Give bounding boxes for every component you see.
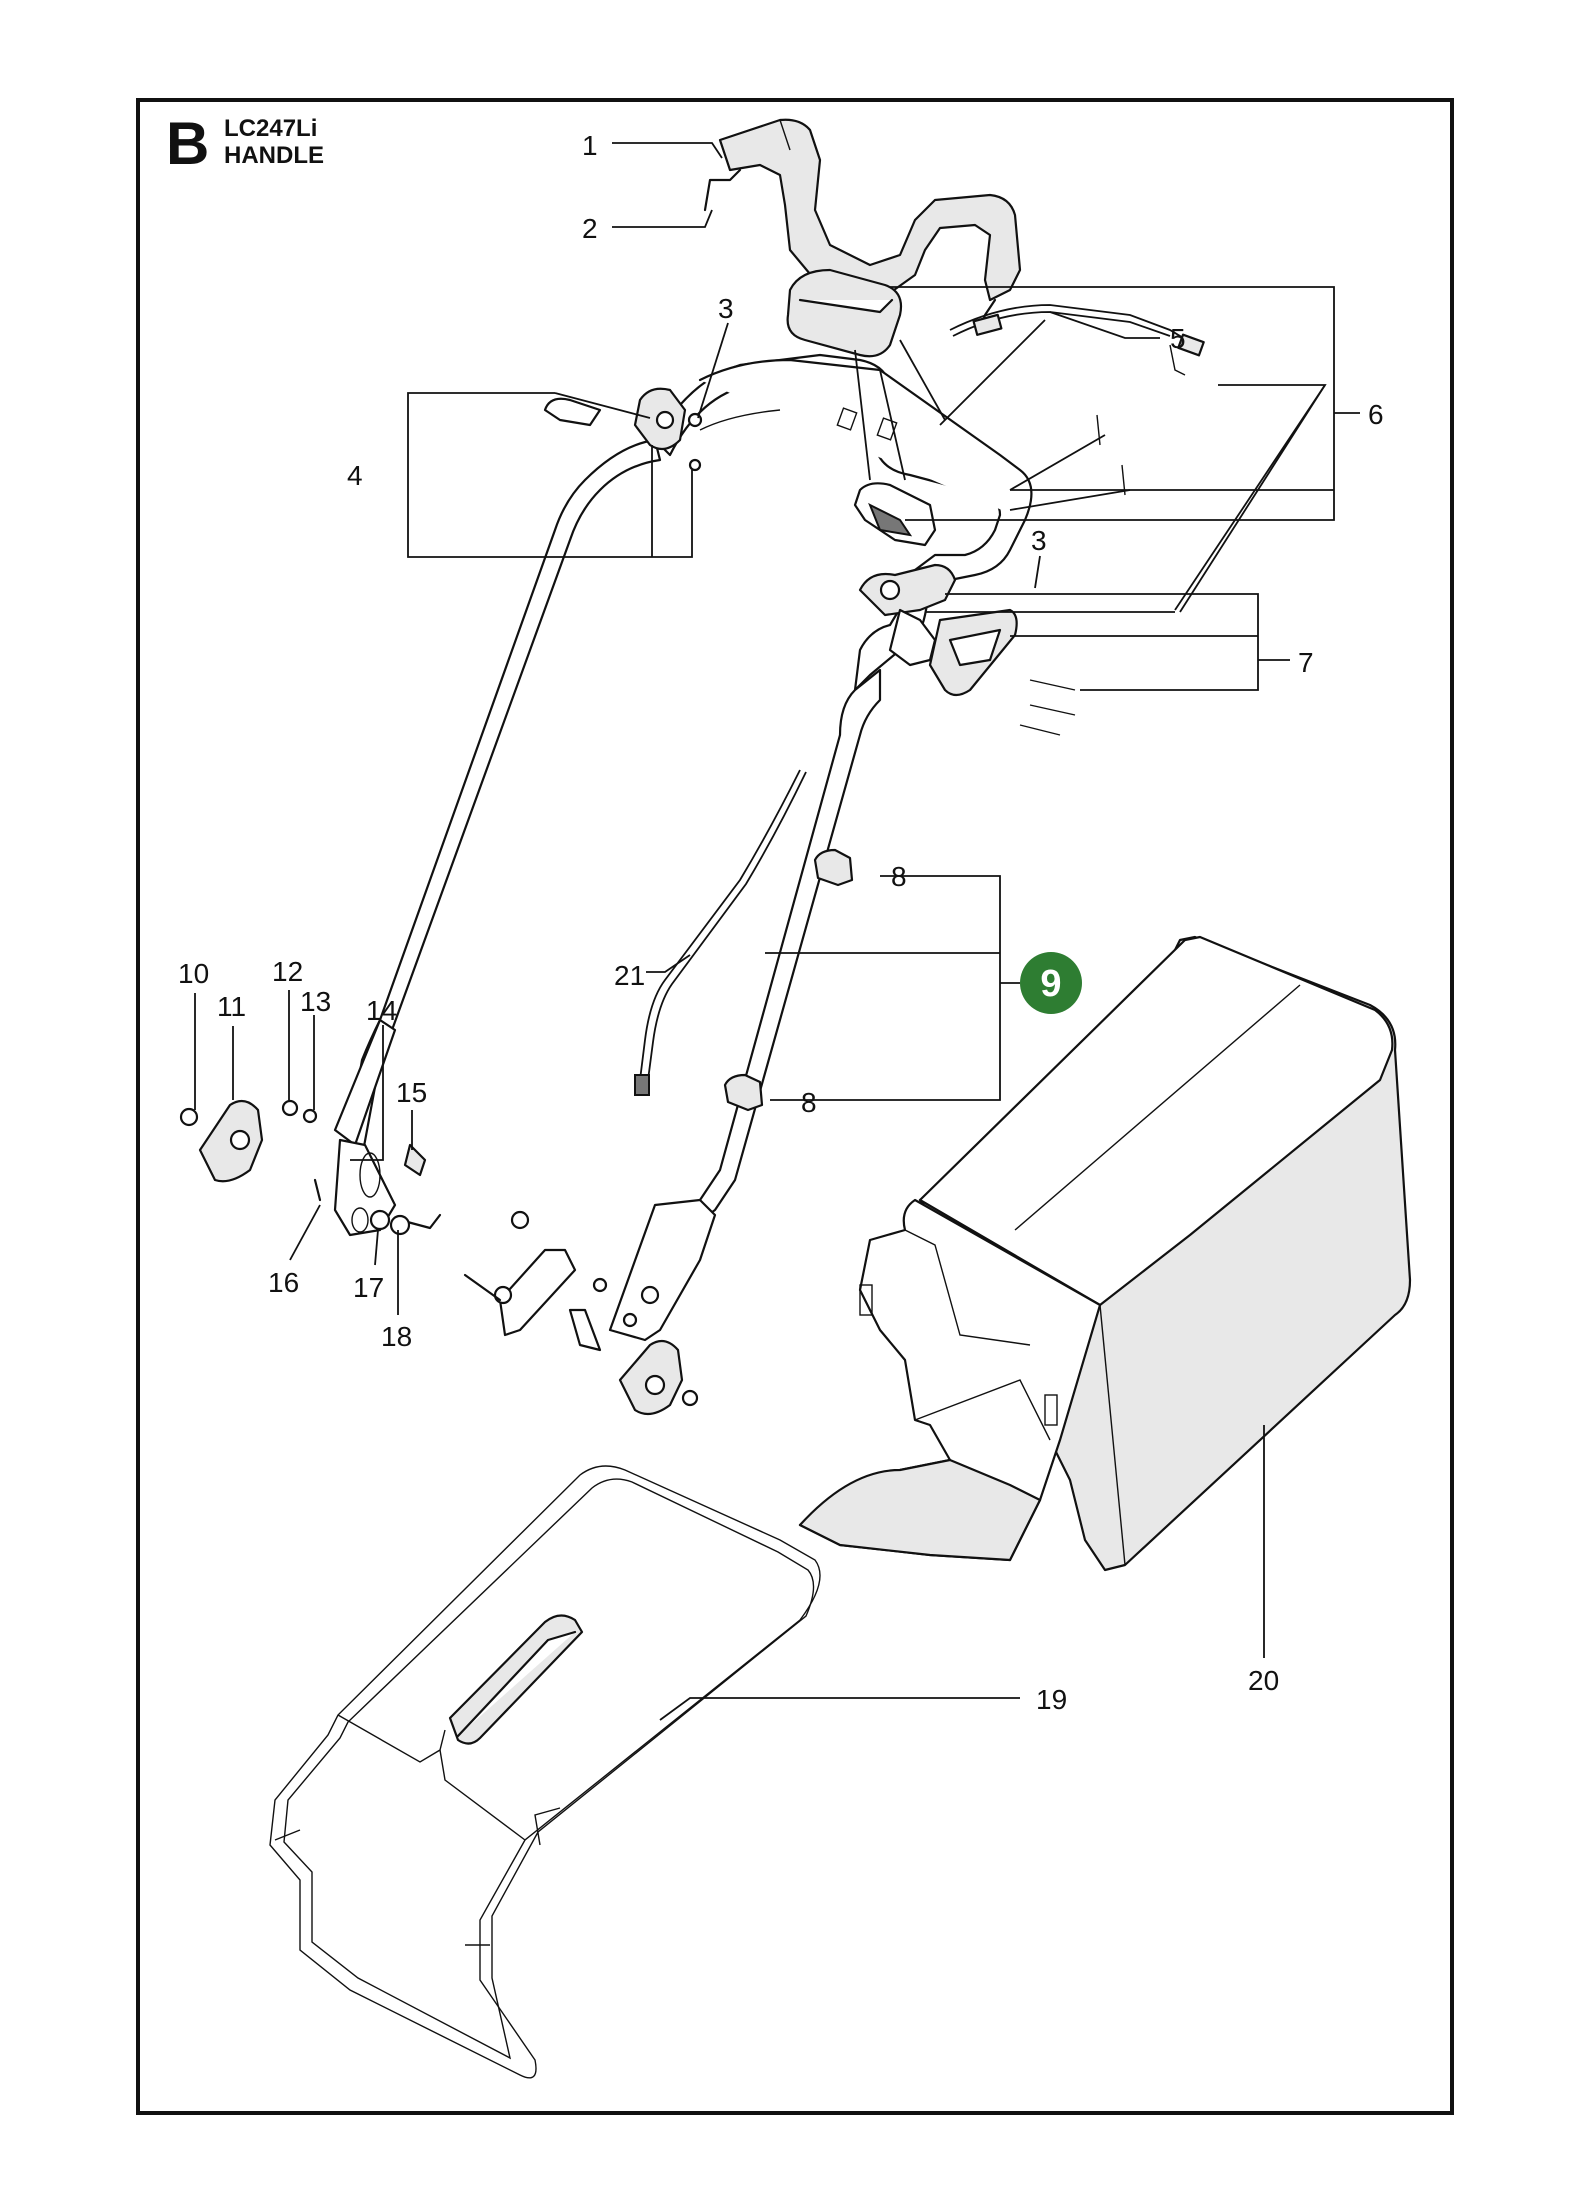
upper-screws [543, 387, 1126, 496]
callout-labels: 1 2 3 3 4 5 6 7 8 8 10 11 12 13 14 15 16… [178, 130, 1384, 1715]
handle-lower-tube-left [338, 438, 662, 1197]
handle-lower-tube-right [608, 668, 882, 1342]
left-height-adjust [179, 1018, 442, 1237]
callout-19: 19 [1036, 1684, 1067, 1715]
callout-1: 1 [582, 130, 598, 161]
cable [634, 769, 807, 1096]
callout-5: 5 [1170, 323, 1186, 354]
callout-10: 10 [178, 958, 209, 989]
model-name: LC247Li [224, 115, 318, 142]
callout-9: 9 [1040, 963, 1061, 1005]
leader-lines [194, 142, 1360, 1721]
callout-20: 20 [1248, 1665, 1279, 1696]
callout-13: 13 [300, 986, 331, 1017]
highlight-badge [1020, 952, 1082, 1014]
callout-3-lower: 3 [1031, 525, 1047, 556]
grass-bag-frame [269, 1465, 821, 2079]
callout-9-highlight: 9 [1020, 952, 1082, 1014]
callout-18: 18 [381, 1321, 412, 1352]
callout-4: 4 [347, 460, 363, 491]
callout-2: 2 [582, 213, 598, 244]
diagram-frame [136, 98, 1454, 2115]
callout-7: 7 [1298, 647, 1314, 678]
wire-harness [949, 304, 1205, 376]
callout-6: 6 [1368, 399, 1384, 430]
callout-17: 17 [353, 1272, 384, 1303]
grass-bag-handle [448, 1614, 584, 1745]
grass-bag [798, 935, 1412, 1572]
callout-16: 16 [268, 1267, 299, 1298]
callout-3-upper: 3 [718, 293, 734, 324]
callout-15: 15 [396, 1077, 427, 1108]
right-height-adjust [463, 1210, 699, 1416]
handle-bracket [858, 563, 1076, 736]
callout-8-upper: 8 [891, 861, 907, 892]
callout-11: 11 [217, 991, 246, 1022]
cable-clips [723, 848, 854, 1112]
control-panel [786, 268, 937, 547]
section-letter: B [166, 110, 210, 177]
callout-8-lower: 8 [801, 1087, 817, 1118]
section-title: HANDLE [224, 142, 324, 169]
callout-12: 12 [272, 956, 303, 987]
callout-21: 21 [614, 960, 645, 991]
callout-14: 14 [366, 995, 397, 1026]
